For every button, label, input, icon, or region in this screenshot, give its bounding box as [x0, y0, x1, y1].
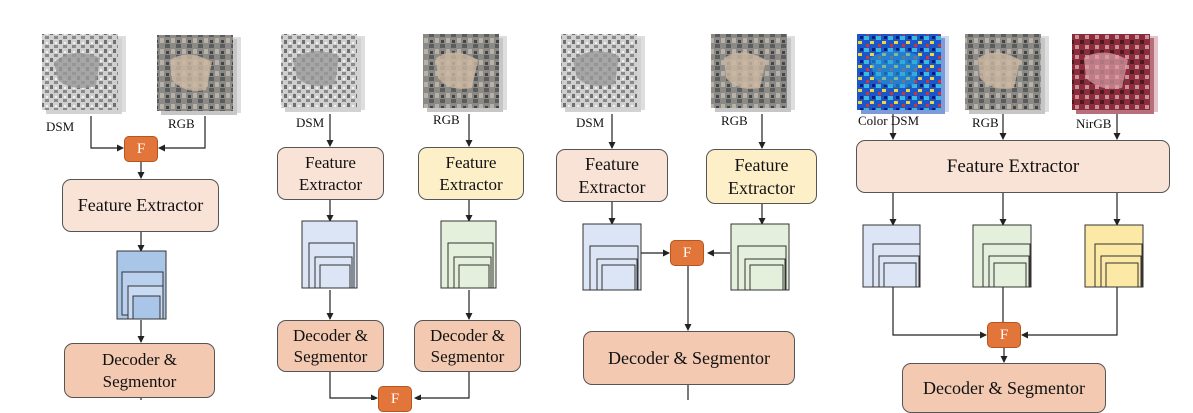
- p4-nirgb-image: [1072, 34, 1158, 114]
- p4-nirgb-label: NirGB: [1076, 116, 1112, 131]
- p1-dsm-image: [42, 34, 126, 114]
- p2-feature-extractor-rgb-label: Feature Extractor: [439, 153, 503, 194]
- p3-dsm-image: [561, 34, 645, 112]
- p1-rgb-to-fusion-line: [158, 116, 206, 152]
- p1-decoder-segmentor-block: Decoder & Segmentor: [64, 343, 215, 398]
- p4-rgb-image: [965, 34, 1049, 114]
- p1-feature-map-stack: [116, 250, 167, 320]
- input-images-layer: [42, 34, 1158, 115]
- p4-features3-to-fusion-line: [1021, 287, 1118, 339]
- p3-decoder-segmentor-block: Decoder & Segmentor: [583, 331, 795, 385]
- p4-decoder-segmentor-block: Decoder & Segmentor: [902, 363, 1106, 413]
- p4-decoder-segmentor-label: Decoder & Segmentor: [923, 377, 1085, 398]
- p4-feature-map-stack-rgb: [972, 224, 1032, 288]
- p4-feature-map-stack-nirgb: [1084, 224, 1144, 288]
- connections-layer: [90, 114, 1121, 400]
- p2-rgb-label: RGB: [433, 112, 460, 127]
- p1-rgb-image: [157, 35, 241, 115]
- p2-feature-extractor-dsm-block: Feature Extractor: [277, 147, 384, 200]
- p1-rgb-label: RGB: [168, 116, 195, 131]
- p4-feature-map-stack-color-dsm: [862, 224, 921, 288]
- p2-feature-map-stack-dsm: [301, 220, 358, 289]
- p2-decoder-segmentor-dsm-label: Decoder & Segmentor: [292, 325, 369, 366]
- p2-feature-map-stack-rgb: [440, 220, 497, 289]
- p2-dsm-label: DSM: [296, 115, 325, 130]
- p3-dsm-label: DSM: [576, 115, 605, 130]
- p4-color-dsm-image: [857, 34, 949, 114]
- p3-feature-map-stack-dsm: [582, 223, 642, 291]
- p4-features1-to-fusion-line: [892, 287, 987, 339]
- p2-rgb-image: [423, 34, 507, 112]
- p4-fusion-node: F: [987, 322, 1021, 348]
- p3-feature-extractor-rgb-label: Feature Extractor: [728, 155, 795, 198]
- p1-dsm-to-fusion-line: [90, 116, 124, 152]
- p1-feature-extractor-label: Feature Extractor: [77, 195, 204, 216]
- p2-decoder-segmentor-dsm-block: Decoder & Segmentor: [277, 320, 384, 372]
- feature-maps-layer: [116, 220, 1144, 320]
- p3-rgb-image: [711, 34, 795, 112]
- p2-fusion-node: F: [378, 386, 412, 412]
- p3-fusion-node: F: [670, 240, 704, 266]
- p3-feature-map-stack-rgb: [730, 223, 790, 291]
- p4-feature-extractor-block: Feature Extractor: [856, 140, 1170, 193]
- p2-decoder1-to-fusion-line: [329, 372, 378, 400]
- p4-rgb-label: RGB: [972, 115, 999, 130]
- p1-decoder-segmentor-label: Decoder & Segmentor: [101, 350, 178, 391]
- p1-dsm-label: DSM: [46, 119, 75, 134]
- p3-feature-extractor-dsm-label: Feature Extractor: [578, 154, 646, 197]
- p3-rgb-label: RGB: [721, 113, 748, 128]
- p3-feature-extractor-dsm-block: Feature Extractor: [556, 149, 668, 202]
- p3-feature-extractor-rgb-block: Feature Extractor: [706, 149, 817, 204]
- p2-feature-extractor-dsm-label: Feature Extractor: [298, 153, 363, 194]
- p2-decoder2-to-fusion-line: [414, 372, 470, 400]
- p1-fusion-node: F: [124, 136, 158, 162]
- p4-color-dsm-label: Color DSM: [858, 113, 920, 128]
- p3-decoder-segmentor-label: Decoder & Segmentor: [608, 347, 770, 368]
- p1-feature-extractor-block: Feature Extractor: [62, 179, 219, 232]
- p2-feature-extractor-rgb-block: Feature Extractor: [418, 147, 524, 200]
- p2-decoder-segmentor-rgb-block: Decoder & Segmentor: [414, 320, 521, 372]
- p2-dsm-image: [281, 34, 365, 112]
- p4-feature-extractor-label: Feature Extractor: [946, 155, 1080, 177]
- p2-decoder-segmentor-rgb-label: Decoder & Segmentor: [429, 325, 506, 366]
